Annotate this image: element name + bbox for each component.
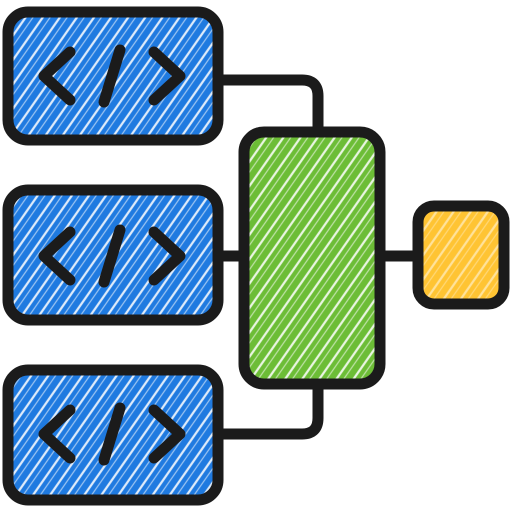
code-brackets-icon [38, 402, 186, 466]
connector-bottom [212, 378, 324, 440]
connector-top [212, 74, 324, 138]
code-brackets-icon [38, 224, 186, 288]
code-block-3 [2, 364, 224, 506]
code-block-2 [2, 184, 224, 326]
merge-block [238, 126, 386, 390]
code-block-1 [2, 6, 224, 146]
output-block [412, 200, 510, 310]
code-brackets-icon [38, 44, 186, 108]
